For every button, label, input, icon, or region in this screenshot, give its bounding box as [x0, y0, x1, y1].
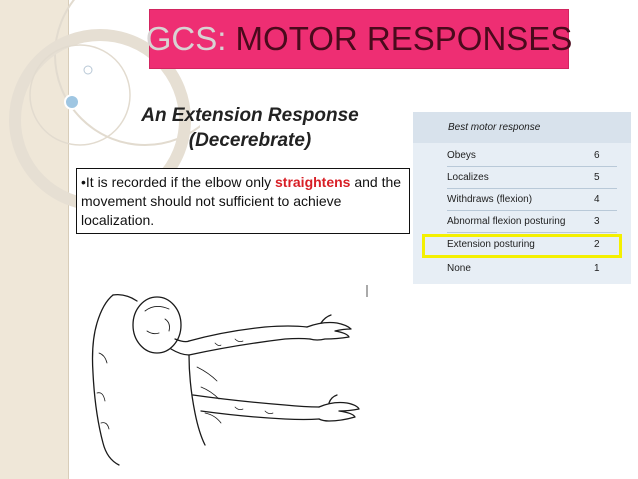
subtitle-line-1: An Extension Response: [141, 105, 359, 126]
torso-outline: [188, 354, 206, 446]
subtitle-line-2: (Decerebrate): [188, 130, 312, 151]
slide-title: GCS: MOTOR RESPONSES: [146, 20, 573, 58]
head-outline: [132, 296, 182, 354]
row-label: Extension posturing: [447, 239, 535, 250]
row-score: 5: [594, 172, 600, 183]
row-score: 6: [594, 150, 600, 161]
table-row: Abnormal flexion posturing 3: [413, 213, 631, 233]
table-row: None 1: [413, 260, 631, 280]
explanation-note-box: •It is recorded if the elbow only straig…: [76, 168, 410, 234]
row-score: 1: [594, 263, 600, 274]
note-lead: •It is recorded if the elbow only: [81, 174, 275, 190]
table-header-text: Best motor response: [448, 122, 541, 133]
title-main: MOTOR RESPONSES: [226, 20, 573, 57]
lower-arm-outline: [192, 394, 320, 408]
pillow-outline: [91, 294, 120, 466]
subtitle: An Extension Response (Decerebrate): [115, 103, 385, 153]
row-divider: [447, 232, 617, 233]
row-label: Localizes: [447, 172, 489, 183]
slide-title-box: GCS: MOTOR RESPONSES: [146, 9, 572, 69]
title-prefix: GCS:: [145, 20, 227, 57]
gcs-motor-table: Best motor response Obeys 6 Localizes 5 …: [413, 112, 631, 284]
row-divider: [447, 166, 617, 167]
left-band-divider: [68, 0, 69, 479]
bubble-small-icon: [83, 65, 93, 75]
row-score: 2: [594, 239, 600, 250]
note-rest: and the movement should not sufficient t…: [81, 174, 402, 228]
bubble-large-icon: [64, 94, 80, 110]
row-score: 4: [594, 194, 600, 205]
row-divider: [447, 188, 617, 189]
decerebrate-posture-illustration: [91, 285, 368, 466]
row-label: Abnormal flexion posturing: [447, 216, 566, 227]
note-highlight: straightens: [275, 174, 351, 190]
row-label: Obeys: [447, 150, 476, 161]
table-row: Withdraws (flexion) 4: [413, 191, 631, 211]
row-divider: [447, 210, 617, 211]
upper-arm-outline: [188, 325, 308, 342]
table-row: Localizes 5: [413, 169, 631, 189]
table-header: Best motor response: [413, 112, 631, 143]
row-label: None: [447, 263, 471, 274]
extension-posturing-highlight: [422, 234, 622, 258]
table-row: Obeys 6: [413, 147, 631, 167]
left-decorative-band: [0, 0, 68, 479]
row-score: 3: [594, 216, 600, 227]
row-label: Withdraws (flexion): [447, 194, 533, 205]
